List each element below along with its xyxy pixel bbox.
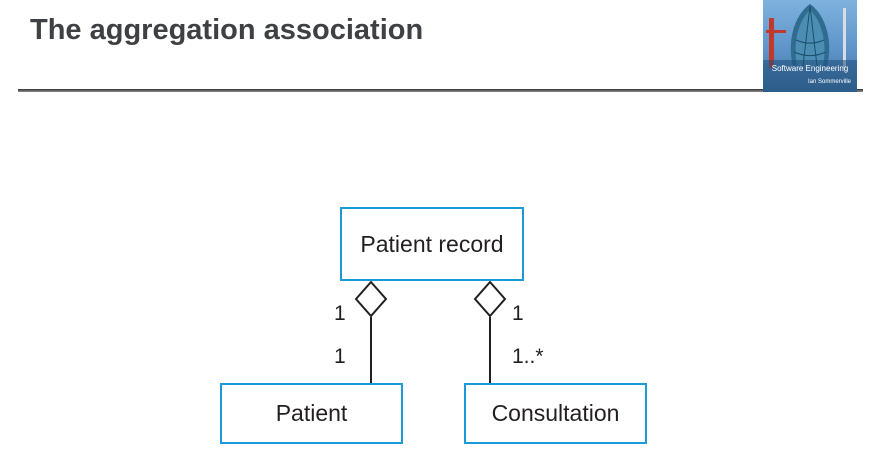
right-aggregation-diamond bbox=[473, 280, 507, 318]
slide-title: The aggregation association bbox=[30, 14, 424, 46]
right-aggregation-connector bbox=[473, 280, 507, 384]
left-aggregation-diamond bbox=[354, 280, 388, 318]
left-aggregation-connector bbox=[354, 280, 388, 384]
title-divider bbox=[18, 89, 863, 92]
multiplicity-right-whole: 1 bbox=[512, 302, 524, 325]
multiplicity-right-part: 1..* bbox=[512, 345, 544, 368]
book-cover-image: Software Engineering Ian Sommerville bbox=[763, 0, 857, 92]
multiplicity-left-part: 1 bbox=[334, 345, 346, 368]
class-patient-record: Patient record bbox=[340, 207, 524, 281]
gherkin-building-icon bbox=[763, 4, 857, 92]
book-title: Software Engineering bbox=[771, 64, 849, 73]
class-consultation: Consultation bbox=[464, 383, 647, 444]
book-author: Ian Sommerville bbox=[807, 79, 851, 85]
multiplicity-left-whole: 1 bbox=[334, 302, 346, 325]
class-patient: Patient bbox=[220, 383, 403, 444]
